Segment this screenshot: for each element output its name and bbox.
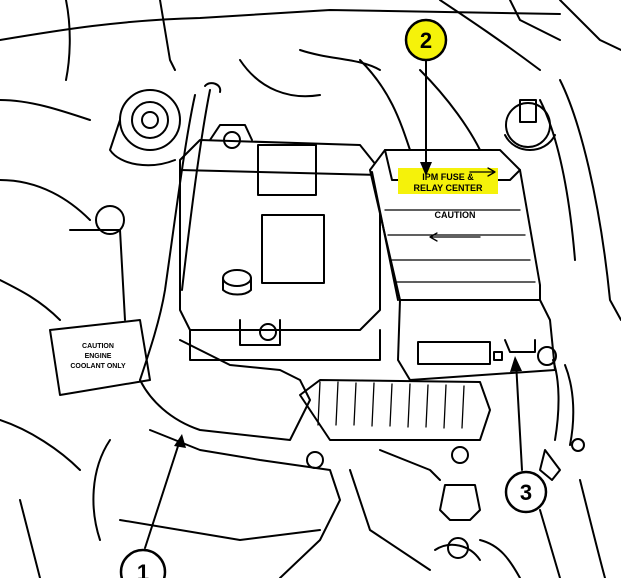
callout-1: 1 (119, 434, 186, 578)
arrow-up-icon (174, 434, 186, 448)
ipm-caution-label: CAUTION (435, 210, 476, 220)
arrow-up-icon-2 (510, 356, 522, 372)
ipm-label-line2: RELAY CENTER (413, 183, 483, 193)
lower-engine-parts (306, 438, 585, 578)
callout-3-number: 3 (520, 480, 532, 505)
callout-3-circle (504, 470, 548, 514)
callout-2-circle (404, 18, 448, 62)
ipm-fuse-relay-center: IPM FUSE & RELAY CENTER CAUTION (369, 149, 541, 301)
ipm-label-line1: IPM FUSE & (422, 172, 474, 182)
callout-1-circle (119, 548, 167, 578)
coolant-reservoir: CAUTION ENGINE COOLANT ONLY (49, 205, 151, 396)
callout-3: 3 (504, 356, 548, 514)
arrow-down-icon (420, 162, 432, 176)
callout-2: 2 (404, 18, 448, 176)
callout-2-number: 2 (420, 28, 432, 53)
battery (179, 124, 381, 361)
coolant-label-line2: ENGINE (85, 353, 112, 360)
callout-1-number: 1 (137, 560, 149, 578)
battery-tray-fins (299, 379, 491, 441)
arrow-right-icon (469, 167, 496, 177)
coolant-label-line3: COOLANT ONLY (70, 363, 126, 370)
strut-mount-right (504, 99, 556, 151)
strut-mount-left (109, 89, 181, 167)
coolant-label-line1: CAUTION (82, 343, 114, 350)
arrow-left-icon (429, 232, 481, 242)
air-intake-shroud (92, 82, 341, 578)
